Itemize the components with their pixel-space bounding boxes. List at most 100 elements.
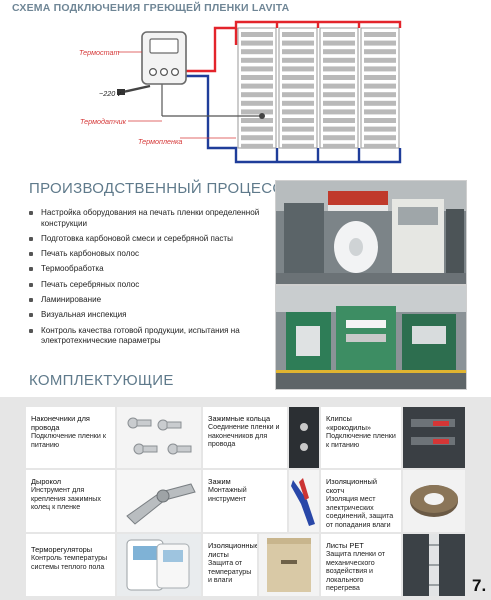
production-step: Печать серебряных полос <box>28 280 266 291</box>
component-cell-crimper: Зажим Монтажный инструмент <box>203 470 287 532</box>
power-cable <box>122 84 151 94</box>
carbon-strip <box>282 135 314 141</box>
pet-sheets-image <box>403 534 465 596</box>
factory-photo-lamination <box>275 285 467 390</box>
carbon-strip <box>241 135 273 141</box>
component-name: Дырокол <box>31 477 62 486</box>
component-desc: Монтажный инструмент <box>208 486 247 503</box>
carbon-strip <box>323 40 355 46</box>
carbon-strip <box>241 66 273 72</box>
sensor-label: Термодатчик <box>80 117 127 126</box>
carbon-strip <box>282 32 314 37</box>
heating-film-panels <box>237 27 400 149</box>
carbon-strip <box>241 118 273 123</box>
hole-punch-image <box>117 470 201 532</box>
production-step: Печать карбоновых полос <box>28 249 266 260</box>
carbon-strip <box>364 66 396 72</box>
carbon-strip <box>282 66 314 72</box>
crocodile-clips-image <box>403 407 465 468</box>
page-number: 7. <box>472 576 487 595</box>
thermostats-image <box>117 534 201 596</box>
production-title: ПРОИЗВОДСТВЕННЫЙ ПРОЦЕСС <box>29 180 284 197</box>
carbon-strip <box>241 83 273 89</box>
component-cell-insulation-tape: Изоляционный скотч Изоляция мест электри… <box>321 470 401 532</box>
film-label: Термопленка <box>138 137 182 146</box>
clamp-rings-image <box>289 407 319 468</box>
component-name: Наконечники для провода <box>31 414 90 432</box>
carbon-strip <box>323 100 355 106</box>
carbon-strip <box>323 66 355 72</box>
production-step: Ламинирование <box>28 295 266 306</box>
carbon-strip <box>364 92 396 98</box>
factory-photo-printing <box>275 180 467 285</box>
carbon-strip <box>241 49 273 55</box>
production-step: Визуальная инспекция <box>28 310 266 321</box>
carbon-strip <box>323 109 355 115</box>
component-name: Клипсы «крокодилы» <box>326 414 372 432</box>
carbon-strip <box>282 92 314 98</box>
component-desc: Инструмент для крепления зажимных колец … <box>31 486 101 512</box>
insulation-tape-image <box>403 470 465 532</box>
component-cell-wire-lugs: Наконечники для провода Подключение плен… <box>26 407 115 468</box>
components-title: КОМПЛЕКТУЮЩИЕ <box>29 372 174 389</box>
carbon-strip <box>323 126 355 132</box>
carbon-strip <box>241 75 273 80</box>
phase-wires <box>184 20 402 73</box>
carbon-strip <box>282 143 314 149</box>
carbon-strip <box>323 135 355 141</box>
wire-lugs-image <box>117 407 201 468</box>
production-step: Настройка оборудования на печать пленки … <box>28 208 266 229</box>
carbon-strip <box>323 118 355 123</box>
carbon-strip <box>241 57 273 63</box>
carbon-strip <box>364 83 396 89</box>
carbon-strip <box>241 109 273 115</box>
carbon-strip <box>364 57 396 63</box>
carbon-strip <box>282 75 314 80</box>
carbon-strip <box>282 100 314 106</box>
carbon-strip <box>282 109 314 115</box>
component-cell-hole-punch: Дырокол Инструмент для крепления зажимны… <box>26 470 115 532</box>
component-cell-crocodile-clips: Клипсы «крокодилы» Подключение пленки к … <box>321 407 401 468</box>
component-name: Зажимные кольца <box>208 414 271 423</box>
crimper-image <box>289 470 319 532</box>
component-name: Зажим <box>208 477 231 486</box>
carbon-strip <box>241 32 273 37</box>
carbon-strip <box>241 92 273 98</box>
carbon-strip <box>364 100 396 106</box>
carbon-strip <box>282 126 314 132</box>
carbon-strip <box>282 40 314 46</box>
carbon-strip <box>364 143 396 149</box>
component-cell-insulation-sheets: Изоляционные листы Защита от температуры… <box>203 534 257 596</box>
carbon-strip <box>323 32 355 37</box>
scheme-title: СХЕМА ПОДКЛЮЧЕНИЯ ГРЕЮЩЕЙ ПЛЕНКИ LAVITA <box>12 2 290 14</box>
voltage-label: ~220 v <box>99 89 121 98</box>
carbon-strip <box>241 40 273 46</box>
carbon-strip <box>364 109 396 115</box>
carbon-strip <box>364 40 396 46</box>
carbon-strip <box>323 75 355 80</box>
production-steps-list: Настройка оборудования на печать пленки … <box>28 208 266 351</box>
carbon-strip <box>323 57 355 63</box>
carbon-strip <box>364 126 396 132</box>
carbon-strip <box>364 32 396 37</box>
carbon-strip <box>323 83 355 89</box>
sensor-head <box>259 113 265 119</box>
carbon-strip <box>241 100 273 106</box>
component-desc: Подключение пленки к питанию <box>31 432 106 449</box>
carbon-strip <box>364 135 396 141</box>
components-grid: Наконечники для провода Подключение плен… <box>0 397 491 600</box>
component-desc: Контроль температуры системы теплого пол… <box>31 554 108 571</box>
component-cell-thermostats: Терморегуляторы Контроль температуры сис… <box>26 534 115 596</box>
component-desc: Изоляция мест электрических соединений, … <box>326 495 394 529</box>
component-name: Терморегуляторы <box>31 545 93 554</box>
insulation-sheets-image <box>259 534 319 596</box>
component-name: Изоляционный скотч <box>326 477 377 495</box>
connection-diagram: Термостат ~220 v Термодатчик Термопленка <box>79 20 402 164</box>
thermostat-device <box>141 31 187 85</box>
carbon-strip <box>282 57 314 63</box>
component-desc: Защита пленки от механического воздейств… <box>326 550 386 593</box>
carbon-strip <box>282 118 314 123</box>
carbon-strip <box>364 49 396 55</box>
carbon-strip <box>323 92 355 98</box>
carbon-strip <box>282 83 314 89</box>
